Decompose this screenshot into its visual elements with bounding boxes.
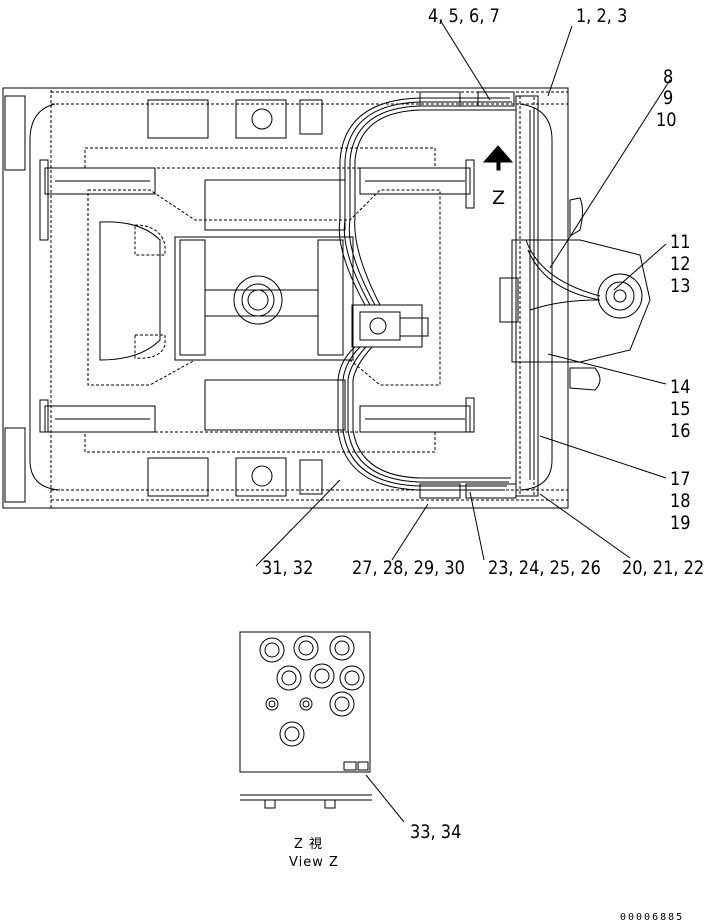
view-z-arrow: Z <box>482 145 514 209</box>
label-10: 10 <box>656 110 677 132</box>
view-z-detail <box>239 631 372 809</box>
label-23-24-25-26: 23, 24, 25, 26 <box>488 558 601 580</box>
label-12: 12 <box>670 254 691 276</box>
pump-assembly <box>351 304 429 348</box>
chassis <box>87 179 441 431</box>
callouts: 4, 5, 6, 7 1, 2, 3 8 9 10 11 12 13 14 15… <box>262 6 704 844</box>
right-column <box>499 95 651 497</box>
label-19: 19 <box>670 513 691 535</box>
port-row-3 <box>265 691 355 717</box>
frame-outline <box>2 87 569 509</box>
rails <box>39 147 475 453</box>
label-1-2-3: 1, 2, 3 <box>576 6 627 28</box>
view-caption-en: View Z <box>289 855 339 870</box>
view-z-label: Z <box>492 187 505 209</box>
label-31-32: 31, 32 <box>262 558 313 580</box>
view-caption-jp: Z 視 <box>294 837 323 852</box>
label-8: 8 <box>663 67 673 89</box>
label-33-34: 33, 34 <box>410 822 461 844</box>
label-17: 17 <box>670 469 691 491</box>
label-15: 15 <box>670 399 691 421</box>
drawing-number: 00006885 <box>620 912 684 923</box>
port-row-4 <box>279 721 305 747</box>
label-16: 16 <box>670 421 691 443</box>
port-row-1 <box>259 635 355 663</box>
label-11: 11 <box>670 232 691 254</box>
label-14: 14 <box>670 377 691 399</box>
port-row-2 <box>276 663 365 691</box>
label-9: 9 <box>663 88 673 110</box>
label-4-5-6-7: 4, 5, 6, 7 <box>428 6 500 28</box>
label-20-21-22: 20, 21, 22 <box>622 558 704 580</box>
label-27-28-29-30: 27, 28, 29, 30 <box>352 558 465 580</box>
hose-bundles <box>337 91 601 499</box>
hubs <box>147 99 323 497</box>
label-18: 18 <box>670 491 691 513</box>
leader-lines <box>255 19 671 823</box>
label-13: 13 <box>670 276 691 298</box>
